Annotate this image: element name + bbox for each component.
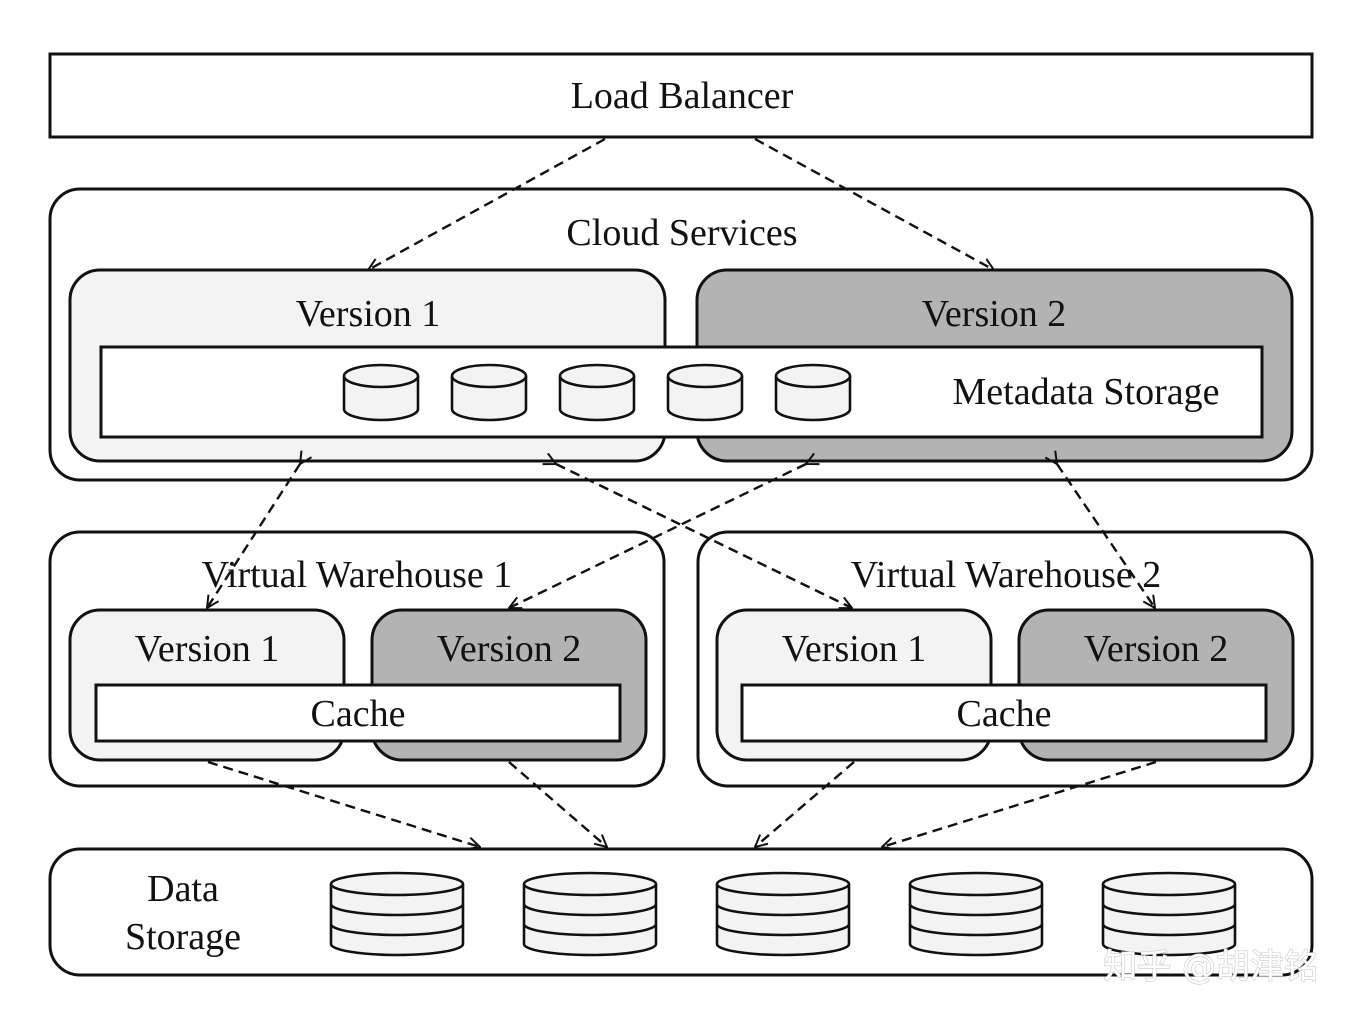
arrow-cloud-v2-wh1-v2 <box>509 464 806 608</box>
storage-stack-icon <box>522 871 658 957</box>
warehouse-2-title: Virtual Warehouse 2 <box>851 554 1162 596</box>
storage-stack-icon <box>908 871 1044 957</box>
flow-arrows <box>207 137 1157 847</box>
warehouse-1-cache-box <box>94 683 622 743</box>
metadata-cylinder-icon <box>450 363 528 422</box>
metadata-storage-label: Metadata Storage <box>953 371 1220 413</box>
metadata-cylinder-icon <box>774 363 852 422</box>
metadata-cylinders <box>342 363 852 422</box>
warehouse-1-version-1-label: Version 1 <box>135 628 280 670</box>
data-storage-stacks <box>329 871 1237 957</box>
watermark: 知乎 @胡津铭 <box>1103 947 1318 987</box>
storage-stack-icon <box>715 871 851 957</box>
cloud-services-title: Cloud Services <box>566 212 797 254</box>
warehouse-1-version-2-label: Version 2 <box>437 628 582 670</box>
warehouse-2-cache-label: Cache <box>957 693 1052 735</box>
storage-stack-icon <box>329 871 465 957</box>
metadata-cylinder-icon <box>342 363 420 422</box>
load-balancer-label: Load Balancer <box>571 75 794 117</box>
warehouse-2-version-1-label: Version 1 <box>782 628 927 670</box>
warehouse-1-title: Virtual Warehouse 1 <box>202 554 513 596</box>
metadata-cylinder-icon <box>666 363 744 422</box>
data-storage-label-line-1: Data <box>147 868 219 910</box>
arrow-lb-to-cloud-v2 <box>754 137 994 270</box>
arrow-cloud-v1-wh1-v1 <box>207 464 300 608</box>
cloud-version-2-label: Version 2 <box>922 293 1067 335</box>
arrow-lb-to-cloud-v1 <box>368 137 606 270</box>
warehouse-2-cache-box <box>740 683 1268 743</box>
arrow-cloud-v2-wh2-v2 <box>1057 464 1155 608</box>
cloud-version-1-label: Version 1 <box>296 293 441 335</box>
warehouse-2-version-2-label: Version 2 <box>1084 628 1229 670</box>
arrow-wh1-v2-to-storage <box>508 761 607 847</box>
metadata-cylinder-icon <box>558 363 636 422</box>
load-balancer-box <box>48 52 1314 139</box>
arrow-wh2-v1-to-storage <box>755 761 855 847</box>
data-storage-label-line-2: Storage <box>125 916 241 958</box>
storage-stack-icon <box>1101 871 1237 957</box>
warehouse-1-cache-label: Cache <box>311 693 406 735</box>
